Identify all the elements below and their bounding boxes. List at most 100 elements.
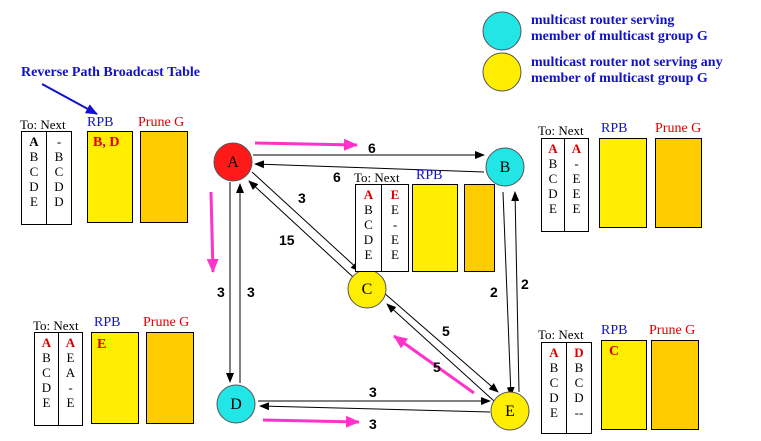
table-c-rpb-box <box>412 184 458 272</box>
link-e-d-bottom <box>259 402 491 413</box>
table-a-routing: A B C D E - B C D D <box>21 131 72 225</box>
link-c-a-back <box>248 180 354 278</box>
router-label-b: B <box>500 159 511 176</box>
legend-not-serving-swatch <box>482 52 522 92</box>
table-d-next-2: A <box>65 365 76 380</box>
table-b-next-0: A <box>571 141 582 156</box>
table-d-prune-box <box>146 332 194 424</box>
table-b-rpb-box <box>599 138 647 228</box>
table-a-to-4: E <box>30 194 38 209</box>
table-d-routing: A B C D E A E A - E <box>34 332 83 426</box>
router-label-c: C <box>362 281 373 298</box>
legend-not-serving-line2: member of multicast group G <box>531 71 708 86</box>
table-e-routing: A B C D E D B C D -- <box>541 342 592 434</box>
table-c-routing: A B C D E E E - E E <box>355 184 409 272</box>
table-a-next-3: D <box>54 179 64 194</box>
table-d-prune-header: Prune G <box>143 315 190 330</box>
table-b-to-1: B <box>548 156 558 171</box>
table-a-to-0: A <box>29 134 39 149</box>
table-c-next-0: E <box>390 187 400 202</box>
cost-c-a-back: 15 <box>279 232 295 248</box>
table-b-routing: A B C D E A - E E E <box>541 138 589 232</box>
cost-a-b-top: 6 <box>368 140 376 156</box>
table-b-to-0: A <box>548 141 558 156</box>
table-c-next-2: - <box>392 217 398 232</box>
table-c-to-2: C <box>364 217 373 232</box>
table-e-to-0: A <box>549 345 559 360</box>
link-b-e-left <box>502 191 515 397</box>
table-c-to-3: D <box>363 232 374 247</box>
broadcast-arrow-d-e <box>262 415 360 428</box>
router-node-b <box>485 147 525 187</box>
router-node-a <box>213 142 253 182</box>
table-b-to-2: C <box>548 171 558 186</box>
legend-not-serving-line1: multicast router not serving any <box>531 55 723 70</box>
table-d-next-1: E <box>66 350 75 365</box>
table-d-to-next-header: To: Next <box>33 318 79 333</box>
table-a-next-2: C <box>54 164 64 179</box>
table-b-next-2: E <box>572 171 581 186</box>
cost-d-e-top: 3 <box>369 384 377 400</box>
table-d-to-1: B <box>42 350 51 365</box>
link-e-b-right <box>511 191 520 393</box>
table-a-prune-header: Prune G <box>138 115 185 130</box>
cost-e-d-bottom: 3 <box>369 416 377 432</box>
link-a-c-out <box>251 171 361 272</box>
router-label-e: E <box>505 403 515 420</box>
table-a-rpb-box <box>87 131 133 223</box>
table-e-next-4: -- <box>574 405 584 420</box>
broadcast-arrow-a-b <box>254 138 358 151</box>
table-c-to-0: A <box>363 187 374 202</box>
cost-a-d-down: 3 <box>217 284 225 300</box>
table-e-next-1: B <box>574 360 584 375</box>
table-c-to-4: E <box>364 247 373 262</box>
legend-not-serving-text: multicast router not serving any member … <box>531 55 723 87</box>
table-e-next-0: D <box>574 345 584 360</box>
table-a-rpb-value: B, D <box>93 135 120 150</box>
router-node-e <box>490 391 530 431</box>
legend-serving-swatch <box>482 11 522 51</box>
table-a-next-0: - <box>56 134 62 149</box>
cost-a-c-out: 3 <box>298 190 306 206</box>
table-d-rpb-header: RPB <box>94 315 121 330</box>
cost-e-c-lower: 5 <box>433 359 441 375</box>
table-e-to-2: C <box>549 375 559 390</box>
table-e-to-4: E <box>550 405 558 420</box>
table-a-to-3: D <box>29 179 39 194</box>
table-a-next-4: D <box>54 194 64 209</box>
cost-c-e-upper: 5 <box>442 323 450 339</box>
table-e-to-next-header: To: Next <box>538 327 584 342</box>
legend-serving-line1: multicast router serving <box>531 13 675 28</box>
table-d-to-0: A <box>41 335 52 350</box>
table-e-to-3: D <box>549 390 559 405</box>
router-node-d <box>216 384 256 424</box>
table-a-to-next-header: To: Next <box>20 117 66 132</box>
table-d-to-2: C <box>42 365 51 380</box>
table-b-next-3: E <box>572 186 581 201</box>
table-c-rpb-header: RPB <box>416 168 443 183</box>
table-d-rpb-value: E <box>97 337 107 352</box>
link-e-c-lower <box>386 303 495 402</box>
broadcast-arrow-e-c <box>393 334 475 395</box>
table-e-next-2: C <box>574 375 584 390</box>
broadcast-arrow-a-d <box>206 191 219 273</box>
table-e-to-1: B <box>549 360 559 375</box>
table-e-prune-box <box>651 340 699 430</box>
link-c-e-upper <box>382 291 499 393</box>
table-b-prune-box <box>655 138 702 228</box>
cost-b-e-left: 2 <box>490 284 498 300</box>
table-b-to-next-header: To: Next <box>538 123 584 138</box>
table-b-prune-header: Prune G <box>655 121 702 136</box>
table-b-to-4: E <box>549 201 557 216</box>
table-c-next-1: E <box>391 202 399 217</box>
caption-pointer-arrow <box>41 83 98 115</box>
table-e-next-3: D <box>574 390 584 405</box>
table-d-to-4: E <box>42 395 51 410</box>
table-c-to-next-header: To: Next <box>354 170 400 185</box>
link-b-a-bottom <box>254 160 485 173</box>
cost-b-a-bottom: 6 <box>333 169 341 185</box>
table-c-next-3: E <box>391 232 399 247</box>
cost-d-a-up: 3 <box>247 284 255 300</box>
table-a-next-1: B <box>54 149 64 164</box>
